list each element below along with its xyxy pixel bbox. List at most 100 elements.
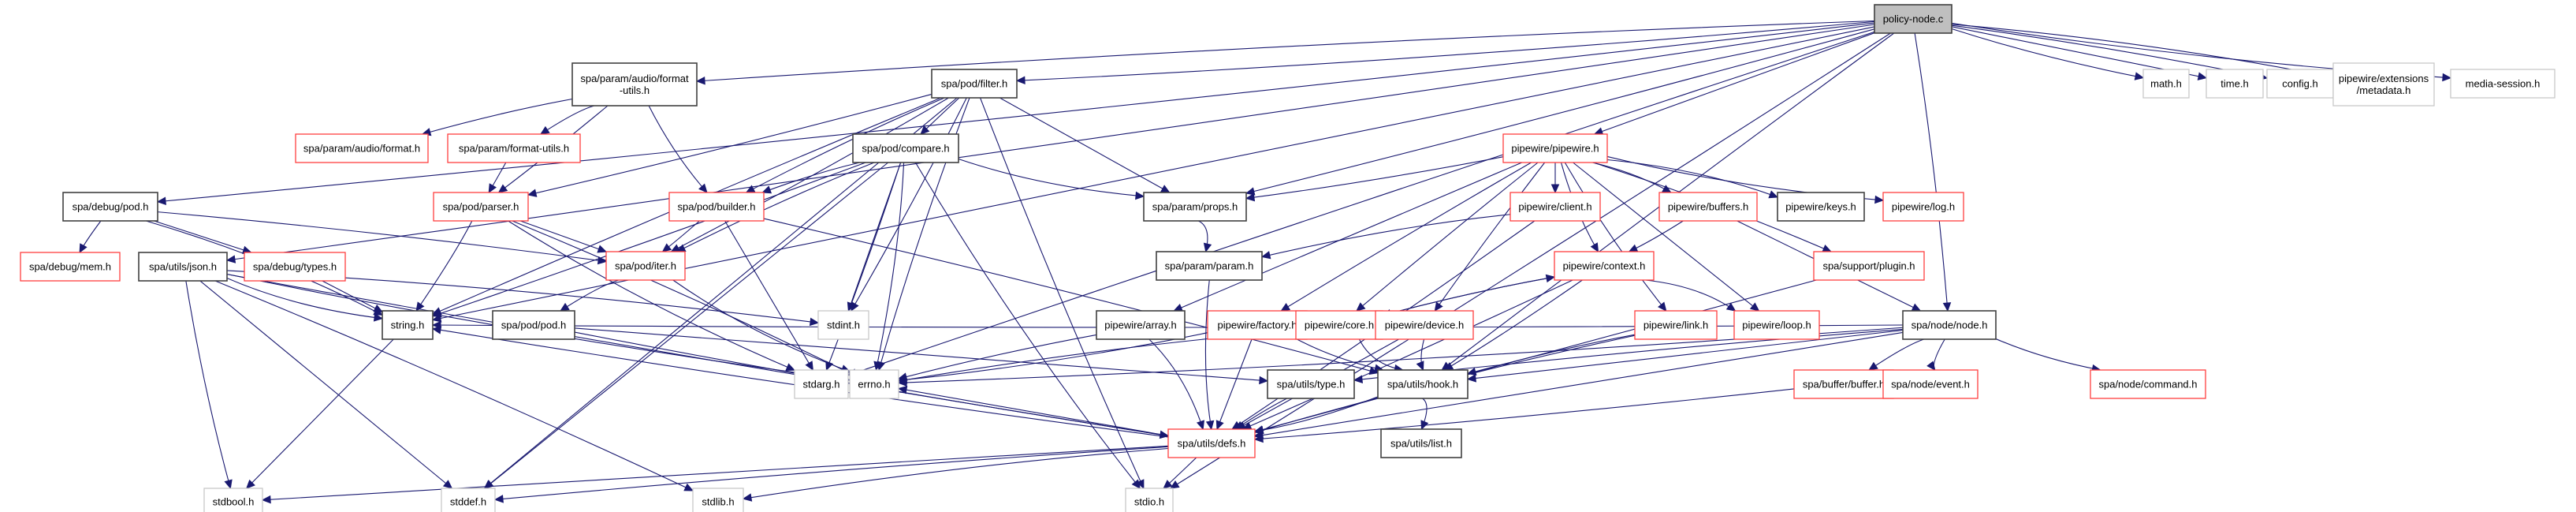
node-spa-pod-compare-h[interactable]: spa/pod/compare.h <box>852 133 959 163</box>
node-box[interactable] <box>1375 310 1474 340</box>
node-box[interactable] <box>1634 310 1718 340</box>
arrowhead-icon <box>1196 420 1205 431</box>
node-box[interactable] <box>1295 310 1383 340</box>
node-box[interactable] <box>1207 310 1308 340</box>
node-pipewire-log-h[interactable]: pipewire/log.h <box>1882 192 1964 222</box>
node-box[interactable] <box>447 133 581 163</box>
node-spa-param-format-utils-h[interactable]: spa/param/format-utils.h <box>447 133 581 163</box>
node-label: spa/buffer/buffer.h <box>1803 379 1885 391</box>
node-box[interactable] <box>571 62 698 107</box>
node-spa-debug-mem-h[interactable]: spa/debug/mem.h <box>20 252 121 282</box>
node-spa-support-plugin-h[interactable]: spa/support/plugin.h <box>1813 251 1925 281</box>
node-pipewire-array-h[interactable]: pipewire/array.h <box>1096 310 1186 340</box>
edge-string-h-to-stdbool-h <box>246 338 394 489</box>
node-box[interactable] <box>1882 192 1964 222</box>
node-box[interactable] <box>62 192 158 222</box>
node-box[interactable] <box>1902 310 1997 340</box>
node-box[interactable] <box>1777 192 1865 222</box>
node-spa-param-audio-format-utils-h[interactable]: spa/param/audio/format-utils.h <box>571 62 698 107</box>
node-pipewire-device-h[interactable]: pipewire/device.h <box>1375 310 1474 340</box>
node-spa-debug-types-h[interactable]: spa/debug/types.h <box>244 252 346 282</box>
node-box[interactable] <box>138 252 228 282</box>
node-spa-node-event-h[interactable]: spa/node/event.h <box>1882 369 1979 399</box>
node-box[interactable] <box>1733 310 1820 340</box>
node-pipewire-loop-h[interactable]: pipewire/loop.h <box>1733 310 1820 340</box>
node-stdint-h: stdint.h <box>817 310 869 340</box>
node-spa-utils-list-h[interactable]: spa/utils/list.h <box>1380 428 1462 458</box>
node-spa-utils-type-h[interactable]: spa/utils/type.h <box>1267 369 1355 399</box>
node-box[interactable] <box>1874 4 1952 34</box>
node-spa-pod-builder-h[interactable]: spa/pod/builder.h <box>668 192 765 222</box>
edge-spa-pod-builder-h-to-stdarg-h <box>724 220 813 371</box>
arrowhead-icon <box>785 363 796 372</box>
arrowhead-icon <box>431 309 442 318</box>
node-label: spa/node/command.h <box>2098 379 2197 391</box>
node-label: pipewire/loop.h <box>1742 320 1811 331</box>
node-spa-node-command-h[interactable]: spa/node/command.h <box>2090 369 2206 399</box>
node-spa-param-audio-format-h[interactable]: spa/param/audio/format.h <box>295 133 429 163</box>
node-spa-utils-json-h[interactable]: spa/utils/json.h <box>138 252 228 282</box>
node-box[interactable] <box>20 252 121 282</box>
node-box[interactable] <box>668 192 765 222</box>
arrowhead-icon <box>1926 361 1936 371</box>
node-box[interactable] <box>433 192 529 222</box>
node-spa-utils-defs-h[interactable]: spa/utils/defs.h <box>1167 428 1256 458</box>
node-box[interactable] <box>295 133 429 163</box>
edge-spa-pod-compare-h-to-stddef-h <box>484 162 889 489</box>
node-box[interactable] <box>1554 251 1655 281</box>
node-spa-pod-parser-h[interactable]: spa/pod/parser.h <box>433 192 529 222</box>
node-box[interactable] <box>244 252 346 282</box>
edge-spa-pod-iter-h-to-errno-h <box>672 279 851 372</box>
node-box[interactable] <box>1380 428 1462 458</box>
edge-spa-utils-defs-h-to-stdbool-h <box>262 445 1169 501</box>
node-spa-utils-hook-h[interactable]: spa/utils/hook.h <box>1377 369 1469 399</box>
node-spa-buffer-buffer-h[interactable]: spa/buffer/buffer.h <box>1793 369 1894 399</box>
node-spa-pod-iter-h[interactable]: spa/pod/iter.h <box>605 251 686 281</box>
node-spa-param-props-h[interactable]: spa/param/props.h <box>1143 192 1247 222</box>
arrowhead-icon <box>1868 361 1878 371</box>
node-spa-param-param-h[interactable]: spa/param/param.h <box>1156 251 1263 281</box>
node-box[interactable] <box>382 310 434 340</box>
node-string-h[interactable]: string.h <box>382 310 434 340</box>
node-pipewire-context-h[interactable]: pipewire/context.h <box>1554 251 1655 281</box>
node-spa-debug-pod-h[interactable]: spa/debug/pod.h <box>62 192 158 222</box>
node-spa-node-node-h[interactable]: spa/node/node.h <box>1902 310 1997 340</box>
node-box <box>2332 62 2435 107</box>
arrowhead-icon <box>442 480 453 489</box>
edge-spa-utils-defs-h-to-stdlib-h <box>743 447 1169 499</box>
node-box[interactable] <box>1167 428 1256 458</box>
node-box[interactable] <box>931 69 1018 99</box>
node-spa-pod-pod-h[interactable]: spa/pod/pod.h <box>492 310 575 340</box>
node-box[interactable] <box>1377 369 1469 399</box>
node-box[interactable] <box>1143 192 1247 222</box>
node-box[interactable] <box>492 310 575 340</box>
node-box[interactable] <box>1509 192 1601 222</box>
node-math-h: math.h <box>2142 69 2190 99</box>
node-time-h: time.h <box>2206 69 2264 99</box>
node-box[interactable] <box>1267 369 1355 399</box>
node-pipewire-pipewire-h[interactable]: pipewire/pipewire.h <box>1502 133 1608 163</box>
arrowhead-icon <box>761 185 772 194</box>
node-pipewire-buffers-h[interactable]: pipewire/buffers.h <box>1658 192 1758 222</box>
edges-layer <box>79 20 2452 504</box>
node-box[interactable] <box>1156 251 1263 281</box>
node-box[interactable] <box>1813 251 1925 281</box>
node-box[interactable] <box>1882 369 1979 399</box>
node-box[interactable] <box>1096 310 1186 340</box>
node-box[interactable] <box>1502 133 1608 163</box>
node-pipewire-factory-h[interactable]: pipewire/factory.h <box>1207 310 1308 340</box>
node-pipewire-client-h[interactable]: pipewire/client.h <box>1509 192 1601 222</box>
node-box[interactable] <box>1793 369 1894 399</box>
node-box[interactable] <box>2090 369 2206 399</box>
edge-policy-node-c-to-math-h <box>1951 28 2144 79</box>
node-stdbool-h: stdbool.h <box>203 488 263 512</box>
node-pipewire-core-h[interactable]: pipewire/core.h <box>1295 310 1383 340</box>
node-pipewire-link-h[interactable]: pipewire/link.h <box>1634 310 1718 340</box>
node-pipewire-keys-h[interactable]: pipewire/keys.h <box>1777 192 1865 222</box>
node-box[interactable] <box>605 251 686 281</box>
node-box[interactable] <box>852 133 959 163</box>
node-policy-node-c[interactable]: policy-node.c <box>1874 4 1952 34</box>
node-spa-pod-filter-h[interactable]: spa/pod/filter.h <box>931 69 1018 99</box>
node-box <box>849 369 899 399</box>
node-box[interactable] <box>1658 192 1758 222</box>
